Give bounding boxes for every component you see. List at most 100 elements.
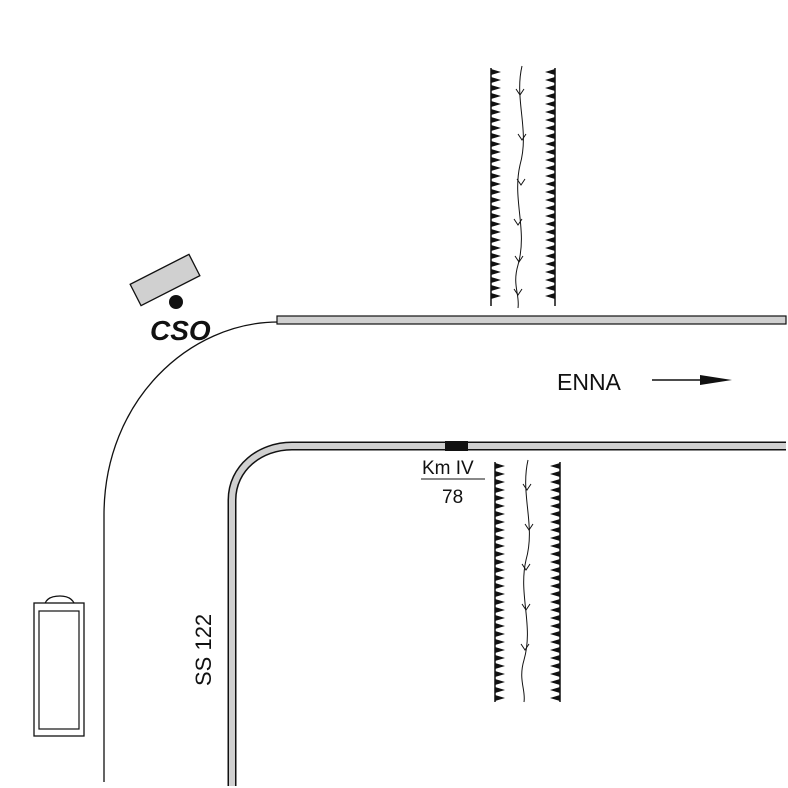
bank-hachure (491, 181, 501, 187)
bank-hachure (545, 141, 555, 147)
bank-hachure (495, 527, 505, 533)
flow-chevron (516, 178, 526, 186)
bank-hachure (545, 253, 555, 259)
bank-hachure (545, 269, 555, 275)
inner-road-edge (229, 443, 786, 786)
inner-road-edge-outline (227, 441, 786, 786)
bank-hachure (545, 261, 555, 267)
bank-hachure (545, 245, 555, 251)
bank-hachure (545, 69, 555, 75)
bank-hachure (495, 543, 505, 549)
bank-hachure (550, 655, 560, 661)
bank-hachure (545, 149, 555, 155)
bank-hachure (495, 575, 505, 581)
stream-line-north (515, 65, 524, 309)
bank-hachure (545, 205, 555, 211)
bank-hachure (495, 535, 505, 541)
bank-hachure (491, 173, 501, 179)
bank-hachure (550, 479, 560, 485)
bank-hachure (491, 269, 501, 275)
bank-hachure (495, 551, 505, 557)
bank-hachure (491, 285, 501, 291)
bank-hachure (545, 85, 555, 91)
bank-hachure (550, 639, 560, 645)
bank-hachure (545, 93, 555, 99)
bank-hachure (495, 511, 505, 517)
bank-hachure (491, 157, 501, 163)
bank-hachure (545, 229, 555, 235)
upper-road-edge (276, 315, 787, 325)
bank-hachure (545, 101, 555, 107)
destination-label: ENNA (557, 369, 622, 395)
bank-hachure (545, 157, 555, 163)
bank-hachure (545, 133, 555, 139)
bank-hachure (550, 607, 560, 613)
bank-hachure (491, 93, 501, 99)
bank-hachure (495, 463, 505, 469)
bank-hachure (491, 229, 501, 235)
bank-hachure (495, 671, 505, 677)
bank-hachure (491, 245, 501, 251)
bank-hachure (550, 679, 560, 685)
bank-hachure (550, 535, 560, 541)
bank-hachure (495, 479, 505, 485)
bank-hachure (491, 141, 501, 147)
bank-hachure (550, 503, 560, 509)
bank-hachure (491, 69, 501, 75)
bank-hachure (550, 647, 560, 653)
bank-hachure (545, 221, 555, 227)
bank-hachure (550, 663, 560, 669)
bank-hachure (495, 663, 505, 669)
bank-hachure (495, 591, 505, 597)
bank-hachure (550, 695, 560, 701)
bank-hachure (550, 583, 560, 589)
bank-hachure (495, 639, 505, 645)
bank-hachure (545, 213, 555, 219)
bank-hachure (491, 293, 501, 299)
bank-hachure (545, 237, 555, 243)
bank-hachure (550, 527, 560, 533)
bank-hachure (495, 583, 505, 589)
flow-chevron (513, 288, 523, 296)
bank-hachure (491, 221, 501, 227)
bank-hachure (550, 631, 560, 637)
bank-hachure (495, 471, 505, 477)
bank-hachure (495, 631, 505, 637)
bank-hachure (491, 117, 501, 123)
bank-hachure (550, 495, 560, 501)
flow-chevron (521, 603, 531, 611)
bank-hachure (550, 511, 560, 517)
bank-hachure (491, 109, 501, 115)
bank-hachure (495, 559, 505, 565)
bank-hachure (545, 173, 555, 179)
bank-hachure (550, 463, 560, 469)
flow-chevron (522, 483, 532, 491)
flow-chevron (515, 88, 525, 96)
bank-hachure (495, 695, 505, 701)
camera-icon (129, 253, 201, 309)
bank-hachure (495, 615, 505, 621)
bank-hachure (550, 687, 560, 693)
km-marker-label: Km IV (422, 458, 474, 479)
bank-hachure (550, 487, 560, 493)
bank-hachure (495, 567, 505, 573)
bank-hachure (495, 607, 505, 613)
bank-hachure (545, 165, 555, 171)
bank-hachure (545, 277, 555, 283)
bank-hachure (491, 101, 501, 107)
bank-hachure (491, 261, 501, 267)
bank-hachure (495, 519, 505, 525)
bank-hachure (491, 133, 501, 139)
bank-hachure (491, 197, 501, 203)
bank-hachure (491, 125, 501, 131)
road-name-label: SS 122 (191, 614, 216, 686)
bank-hachure (495, 647, 505, 653)
bank-hachure (491, 205, 501, 211)
bank-hachure (545, 77, 555, 83)
bank-hachure (550, 559, 560, 565)
bank-hachure (550, 671, 560, 677)
flow-chevron (521, 563, 531, 571)
milestone-icon (445, 441, 468, 451)
stream-line-south (521, 459, 530, 703)
